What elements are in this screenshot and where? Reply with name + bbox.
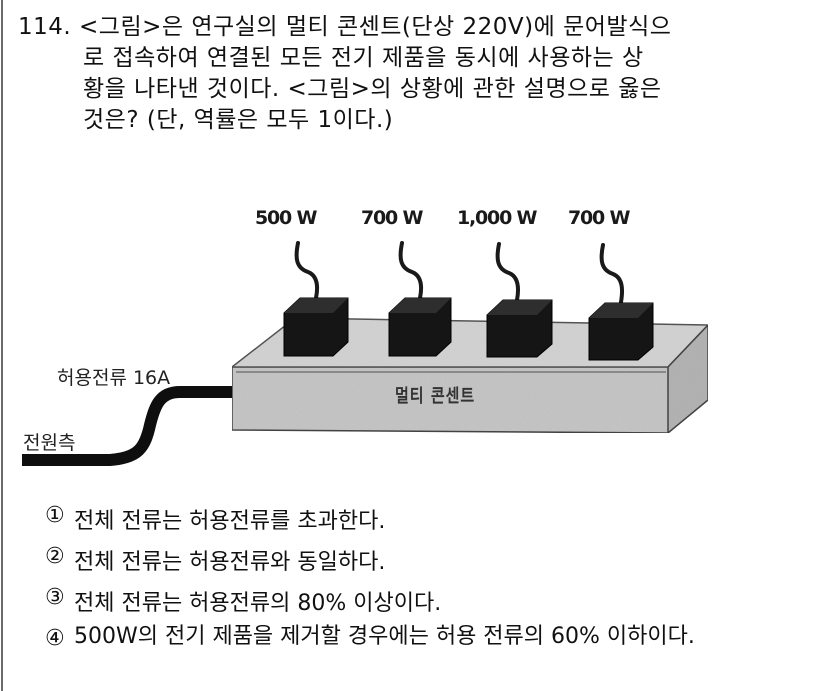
page-left-border: [1, 0, 3, 691]
question-number: 114.: [18, 14, 72, 40]
power-cable: [22, 386, 232, 466]
appliance-3-wattage: 1,000 W: [457, 207, 537, 229]
question-line-3: 황을 나타낸 것이다. <그림>의 상황에 관한 설명으로 옳은: [83, 76, 662, 102]
option-2[interactable]: ② 전체 전류는 허용전류와 동일하다.: [45, 544, 805, 585]
question-line-4: 것은? (단, 역률은 모두 1이다.): [83, 107, 394, 133]
option-1[interactable]: ① 전체 전류는 허용전류를 초과한다.: [45, 503, 805, 544]
option-3-text: 전체 전류는 허용전류의 80% 이상이다.: [74, 591, 442, 616]
question-stem: 114. <그림>은 연구실의 멀티 콘센트(단상 220V)에 문어발식으 로…: [18, 12, 808, 136]
appliance-2-wattage: 700 W: [361, 207, 423, 229]
appliance-1-wattage: 500 W: [255, 207, 317, 229]
option-3-number: ③: [45, 585, 65, 610]
power-strip-illustration: [22, 241, 710, 466]
question-line-2: 로 접속하여 연결된 모든 전기 제품을 동시에 사용하는 상: [83, 45, 644, 71]
option-1-number: ①: [45, 503, 65, 528]
power-side-label: 전원측: [23, 432, 76, 454]
option-4-number: ④: [45, 626, 65, 651]
power-strip-label: 멀티 콘센트: [395, 385, 476, 407]
option-3[interactable]: ③ 전체 전류는 허용전류의 80% 이상이다.: [45, 585, 805, 626]
option-2-text: 전체 전류는 허용전류와 동일하다.: [74, 550, 386, 575]
allowable-current-label: 허용전류 16A: [57, 367, 171, 389]
option-2-number: ②: [45, 544, 65, 569]
strip-side-face: [667, 323, 709, 435]
answer-options: ① 전체 전류는 허용전류를 초과한다. ② 전체 전류는 허용전류와 동일하다…: [45, 503, 805, 653]
option-4-text: 500W의 전기 제품을 제거할 경우에는 허용 전류의 60% 이하이다.: [74, 624, 695, 649]
question-line-1: 114. <그림>은 연구실의 멀티 콘센트(단상 220V)에 문어발식으: [18, 14, 672, 40]
power-strip-figure: 500 W 700 W 1,000 W 700 W 허용전류 16A 전원측 멀…: [0, 180, 826, 490]
appliance-4-wattage: 700 W: [568, 207, 630, 229]
option-4[interactable]: ④ 500W의 전기 제품을 제거할 경우에는 허용 전류의 60% 이하이다.: [45, 624, 805, 653]
option-1-text: 전체 전류는 허용전류를 초과한다.: [74, 509, 386, 534]
